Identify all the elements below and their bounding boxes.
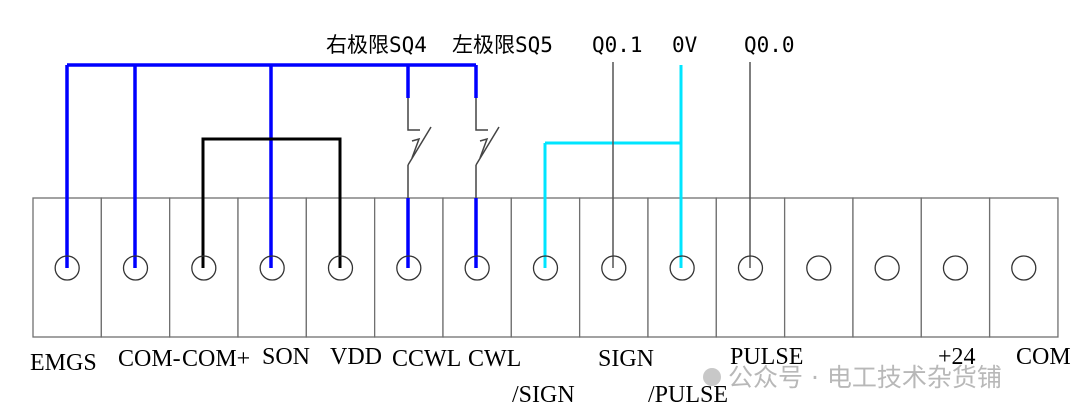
- terminal-screw: [669, 255, 695, 281]
- label-q01: Q0.1: [592, 33, 643, 57]
- label-com-minus: COM-: [118, 346, 181, 372]
- terminal-cell: [920, 197, 991, 338]
- label-q00: Q0.0: [744, 33, 795, 57]
- label-cwl: CWL: [468, 346, 521, 372]
- label-sign-neg: /SIGN: [512, 382, 575, 408]
- terminal-cell: [783, 197, 854, 338]
- terminal-screw: [327, 255, 354, 281]
- limit-switch-sq4: [407, 98, 432, 198]
- label-sign: SIGN: [598, 346, 654, 372]
- terminal-circles: [54, 255, 1037, 281]
- label-sq4: 右极限SQ4: [326, 33, 427, 57]
- terminal-screw: [396, 255, 422, 281]
- label-com: COM: [1016, 344, 1071, 370]
- terminal-cell: [852, 197, 922, 338]
- label-son: SON: [262, 344, 310, 370]
- terminal-cell: [578, 197, 649, 338]
- label-vdd: VDD: [330, 344, 382, 370]
- label-emgs: EMGS: [30, 350, 97, 376]
- terminal-screw: [1011, 255, 1037, 281]
- terminal-screw: [464, 255, 490, 281]
- wechat-icon: [703, 368, 721, 386]
- terminal-labels: EMGS COM- COM+ SON VDD CCWL CWL /SIGN SI…: [30, 344, 1071, 408]
- terminal-screw: [54, 255, 80, 281]
- label-plus24: +24: [938, 344, 976, 370]
- terminal-screw: [874, 255, 900, 281]
- terminal-screw: [942, 255, 969, 281]
- label-com-plus: COM+: [182, 346, 250, 372]
- label-ccwl: CCWL: [392, 346, 461, 372]
- terminal-screw: [532, 255, 559, 281]
- terminal-screw: [737, 255, 764, 281]
- terminal-cell: [988, 197, 1059, 338]
- blue-wiring: [65, 63, 478, 268]
- label-pulse-neg: /PULSE: [648, 382, 728, 408]
- label-0v: 0V: [672, 33, 698, 57]
- label-sq5: 左极限SQ5: [452, 33, 553, 57]
- terminal-screw: [122, 255, 149, 281]
- watermark-text: 公众号 · 电工技术杂货铺: [728, 363, 1002, 392]
- limit-switch-sq5: [475, 98, 500, 198]
- watermark: 公众号 · 电工技术杂货铺: [703, 363, 1002, 392]
- terminal-screw: [601, 255, 627, 281]
- terminal-screw: [191, 255, 217, 281]
- terminal-screw: [259, 255, 285, 281]
- wire-com-plus-vdd: [201, 137, 342, 268]
- label-pulse: PULSE: [730, 344, 803, 370]
- terminal-screw: [806, 255, 832, 281]
